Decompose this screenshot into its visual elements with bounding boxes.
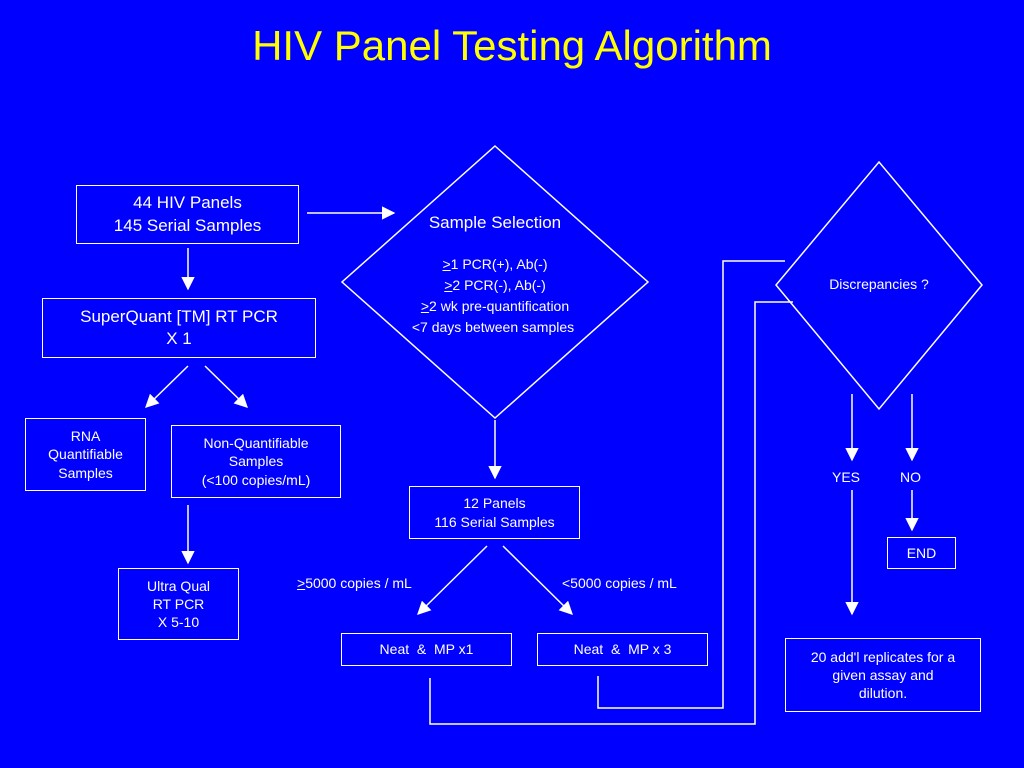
selection-criterion-1: >1 PCR(+), Ab(-)	[395, 256, 595, 272]
loop-neat1-to-discrepancies	[429, 301, 793, 725]
selection-c2-symbol: >	[444, 277, 453, 293]
page-title: HIV Panel Testing Algorithm	[252, 22, 772, 69]
selection-criterion-4: <7 days between samples	[411, 319, 575, 335]
ultraqual-line2: RT PCR	[152, 595, 205, 612]
discrepancies-label: Discrepancies ?	[829, 276, 929, 292]
arrow-to-neat3	[502, 545, 573, 615]
replicates-line1: 20 add'l replicates for a	[810, 648, 956, 665]
superquant-label: SuperQuant [TM] RT PCR	[80, 306, 278, 326]
end-label: END	[906, 544, 937, 561]
arrow-to-rna	[145, 365, 189, 408]
replicates-line3: dilution.	[858, 685, 908, 702]
sample-selection-diamond	[340, 144, 650, 420]
hiv-panels-count: 44 HIV Panels	[133, 193, 242, 213]
end-box: END	[887, 537, 956, 569]
replicates-box: 20 add'l replicates for a given assay an…	[785, 638, 981, 712]
twelve-panels-box: 12 Panels 116 Serial Samples	[409, 486, 580, 539]
arrow-to-neat1	[417, 545, 488, 615]
neat-mp-x3-label: Neat & MP x 3	[573, 641, 672, 658]
replicates-line2: given assay and	[832, 666, 934, 683]
rna-line1: RNA	[70, 428, 101, 445]
hiv-panels-samples: 145 Serial Samples	[113, 215, 262, 235]
selection-criterion-3: >2 wk pre-quantification	[395, 298, 595, 314]
superquant-multiplier: X 1	[166, 329, 192, 348]
neat-mp-x1-label: Neat & MP x1	[379, 641, 474, 658]
twelve-panels-samples: 116 Serial Samples	[434, 513, 555, 530]
nonquant-line2: Samples	[228, 453, 284, 470]
ultraqual-line3: X 5-10	[157, 614, 200, 631]
no-label: NO	[900, 469, 921, 485]
neat-mp-x1-box: Neat & MP x1	[341, 633, 512, 666]
selection-c1-text: 1 PCR(+), Ab(-)	[450, 256, 548, 272]
high-copies-label: >5000 copies / mL	[297, 575, 412, 591]
selection-c3-text: 2 wk pre-quantification	[429, 298, 570, 314]
selection-c2-text: 2 PCR(-), Ab(-)	[452, 277, 546, 293]
selection-c3-symbol: >	[420, 298, 430, 314]
selection-c1-symbol: >	[442, 256, 451, 272]
rna-line3: Samples	[58, 464, 113, 481]
low-copies-label: <5000 copies / mL	[562, 575, 677, 591]
twelve-panels-count: 12 Panels	[463, 495, 526, 512]
high-copies-text: 5000 copies / mL	[305, 575, 412, 591]
arrow-to-nonquant	[204, 365, 248, 408]
nonquant-line3: (<100 copies/mL)	[201, 471, 311, 488]
selection-criterion-2: >2 PCR(-), Ab(-)	[395, 277, 595, 293]
superquant-box: SuperQuant [TM] RT PCR X 1	[42, 298, 316, 358]
ultraqual-line1: Ultra Qual	[146, 577, 211, 594]
non-quantifiable-box: Non-Quantifiable Samples (<100 copies/mL…	[171, 425, 341, 498]
neat-mp-x3-box: Neat & MP x 3	[537, 633, 708, 666]
rna-quantifiable-box: RNA Quantifiable Samples	[25, 418, 146, 491]
hiv-panels-box: 44 HIV Panels 145 Serial Samples	[76, 185, 299, 244]
high-copies-symbol: >	[297, 575, 306, 591]
discrepancies-diamond	[775, 160, 983, 411]
loop-neat3-to-discrepancies	[597, 260, 785, 709]
nonquant-line1: Non-Quantifiable	[203, 435, 309, 452]
sample-selection-title: Sample Selection	[428, 213, 562, 232]
yes-label: YES	[832, 469, 861, 485]
rna-line2: Quantifiable	[48, 446, 123, 463]
ultra-qual-box: Ultra Qual RT PCR X 5-10	[118, 568, 239, 640]
